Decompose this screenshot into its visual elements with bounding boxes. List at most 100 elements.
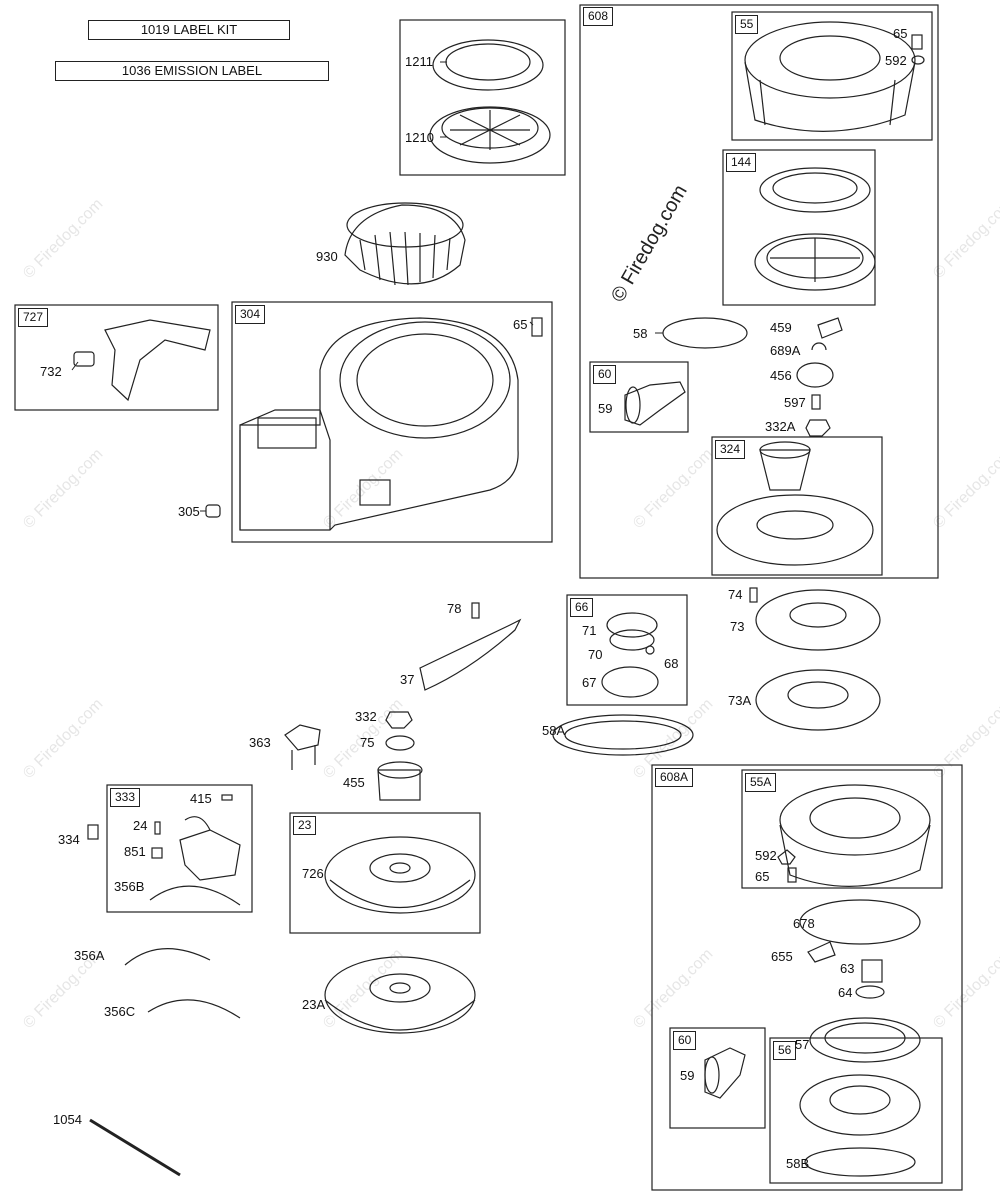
group-tag: 304 (235, 305, 266, 324)
part-label: 459 (770, 320, 792, 335)
part-label: 592 (885, 53, 907, 68)
part-304 (239, 317, 519, 531)
group-tag: 144 (726, 153, 757, 172)
part-56 (799, 1074, 921, 1136)
part-58a (552, 714, 694, 756)
part-65-screw (911, 34, 923, 50)
box-55 (731, 11, 933, 141)
part-label: 63 (840, 961, 855, 976)
part-55 (744, 21, 916, 99)
part-59b-insert (704, 1056, 720, 1094)
part-332a (805, 419, 831, 437)
part-144-pulley (754, 233, 876, 291)
part-324-cup (759, 449, 811, 491)
part-label: 70 (588, 647, 603, 662)
part-label: 65 (893, 26, 908, 41)
part-356c (147, 999, 241, 1019)
part-label: 356B (114, 879, 145, 894)
part-label: 332 (355, 709, 377, 724)
part-592b (777, 849, 796, 865)
part-label: 58A (542, 723, 566, 738)
part-label: 1054 (53, 1112, 82, 1127)
part-455 (377, 769, 421, 801)
part-324-disc (716, 494, 874, 566)
part-label: 67 (582, 675, 597, 690)
group-tag: 23 (293, 816, 317, 835)
part-57 (809, 1017, 921, 1063)
part-1210 (429, 106, 551, 164)
part-851 (151, 847, 163, 859)
group-tag: 55A (745, 773, 777, 792)
box-56 (769, 1037, 943, 1184)
part-label: 1210 (405, 130, 434, 145)
part-label: 655 (771, 949, 793, 964)
box-23 (289, 812, 481, 934)
part-label: 415 (190, 791, 212, 806)
box-324 (711, 436, 883, 576)
part-592-washer (911, 55, 925, 65)
part-label: 71 (582, 623, 597, 638)
part-58-rope (662, 317, 748, 349)
part-305 (205, 504, 221, 518)
part-label: 726 (302, 866, 324, 881)
part-23 (324, 836, 476, 914)
part-55a (779, 784, 931, 856)
group-tag: 60 (673, 1031, 697, 1050)
part-65c (787, 867, 797, 883)
part-727 (104, 319, 211, 402)
part-label: 58 (633, 326, 648, 341)
part-label: 597 (784, 395, 806, 410)
part-78 (471, 602, 480, 619)
box-608 (579, 4, 939, 579)
group-tag: 608A (655, 768, 694, 787)
part-label: 356A (74, 948, 105, 963)
group-tag: 66 (570, 598, 594, 617)
group-tag: 333 (110, 788, 141, 807)
group-tag: 60 (593, 365, 617, 384)
box-60a (589, 361, 689, 433)
part-label: 363 (249, 735, 271, 750)
part-label: 59 (598, 401, 613, 416)
part-23a (324, 956, 476, 1034)
part-1054 (89, 1118, 181, 1177)
part-356b (149, 885, 241, 906)
part-label: 78 (447, 601, 462, 616)
part-label: 332A (765, 419, 796, 434)
group-tag: 608 (583, 7, 614, 26)
part-930 (344, 204, 466, 285)
part-label: 24 (133, 818, 148, 833)
group-tag: 324 (715, 440, 746, 459)
part-597 (811, 394, 821, 410)
part-label: 334 (58, 832, 80, 847)
part-label: 1211 (405, 54, 433, 69)
part-label: 678 (793, 916, 815, 931)
part-689a (811, 342, 827, 351)
part-label: 592 (755, 848, 777, 863)
box-144 (722, 149, 876, 306)
part-60-handle (624, 381, 686, 426)
part-label: 74 (728, 587, 743, 602)
part-655 (807, 941, 836, 963)
part-label: 73 (730, 619, 745, 634)
box-60b (669, 1027, 766, 1129)
part-label: 732 (40, 364, 62, 379)
part-1211 (432, 39, 544, 91)
label-kit-banner: 1019 LABEL KIT (88, 20, 290, 40)
part-label: 689A (770, 343, 801, 358)
part-333-module (179, 829, 241, 881)
part-73a (755, 669, 881, 731)
part-65-bolt (531, 317, 543, 337)
part-64 (855, 985, 885, 999)
box-1211-1210 (399, 19, 566, 176)
part-732 (73, 351, 95, 367)
part-73 (755, 589, 881, 651)
part-label: 59 (680, 1068, 695, 1083)
part-label: 57 (795, 1037, 810, 1052)
part-label: 456 (770, 368, 792, 383)
part-label: 455 (343, 775, 365, 790)
part-59-insert (625, 386, 641, 424)
part-71 (606, 612, 658, 638)
part-label: 58B (786, 1156, 810, 1171)
part-label: 305 (178, 504, 200, 519)
